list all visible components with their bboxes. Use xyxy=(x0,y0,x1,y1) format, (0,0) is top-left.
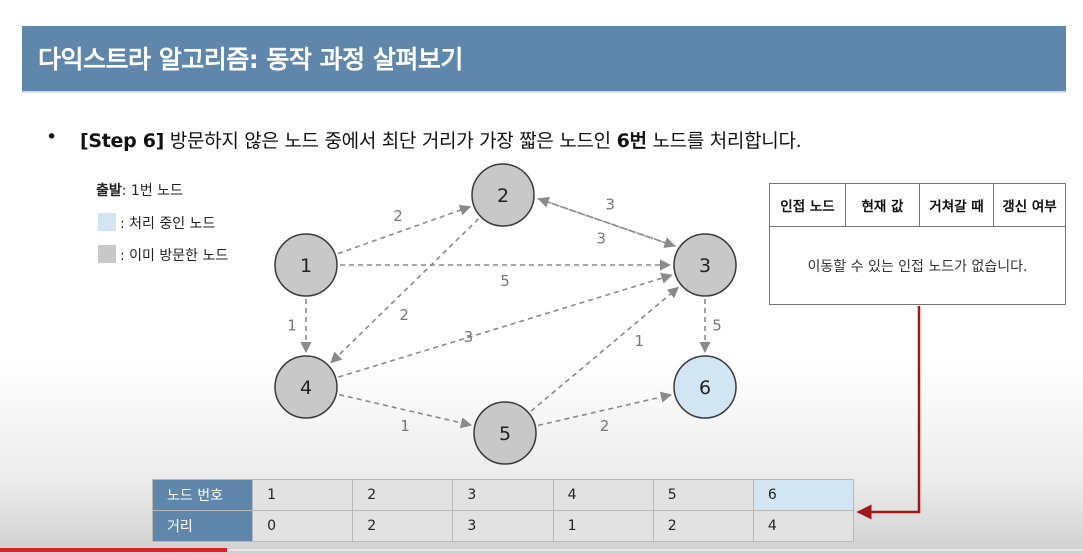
node-label-5: 5 xyxy=(499,423,511,445)
info-table-header: 인접 노드 현재 값 거쳐갈 때 갱신 여부 xyxy=(770,184,1065,227)
info-header-updated: 갱신 여부 xyxy=(1002,199,1057,215)
info-header-via: 거쳐갈 때 xyxy=(920,184,994,226)
node-number-cell: 1 xyxy=(252,479,354,511)
distance-cell: 2 xyxy=(652,510,754,542)
legend-processing-swatch xyxy=(98,213,116,231)
edge-3-2 xyxy=(537,196,676,248)
red-connector-arrow xyxy=(856,306,921,520)
node-number-cell-highlight: 6 xyxy=(752,479,855,511)
legend-visited-swatch xyxy=(98,245,116,263)
edge-weight-label: 2 xyxy=(600,417,610,435)
node-2 xyxy=(471,163,535,227)
node-1 xyxy=(274,233,338,297)
distance-cell: 1 xyxy=(552,510,654,542)
node-5 xyxy=(473,401,537,465)
row-label-node-number: 노드 번호 xyxy=(151,479,254,511)
edge-4-5 xyxy=(338,393,472,429)
node-label-4: 4 xyxy=(300,377,312,399)
distance-cell: 4 xyxy=(752,510,855,542)
edge-weight-label: 1 xyxy=(400,417,410,435)
edge-weight-label: 5 xyxy=(712,317,722,335)
distance-table-row-nodes: 노드 번호 1 2 3 4 5 6 xyxy=(151,479,855,511)
legend-processing-label: : 처리 중인 노드 xyxy=(120,216,216,232)
edge-5-3 xyxy=(530,286,680,412)
legend-start-bold: 출발 xyxy=(96,183,122,199)
row-label-distance: 거리 xyxy=(151,510,254,542)
bullet-marker: • xyxy=(46,126,58,148)
step-text-after: 노드를 처리합니다. xyxy=(646,130,802,152)
distance-cell: 3 xyxy=(452,510,554,542)
distance-cell: 2 xyxy=(352,510,454,542)
video-progress-bar[interactable] xyxy=(0,548,228,552)
title-bar: 다익스트라 알고리즘: 동작 과정 살펴보기 xyxy=(22,26,1066,93)
node-4 xyxy=(274,355,338,419)
node-label-6: 6 xyxy=(699,377,711,399)
node-number-cell: 4 xyxy=(552,479,654,511)
edge-weight-label: 5 xyxy=(500,272,510,290)
legend-start: 출발: 1번 노드 xyxy=(96,180,183,200)
node-3 xyxy=(673,233,737,297)
adjacent-info-table: 인접 노드 현재 값 거쳐갈 때 갱신 여부 이동할 수 있는 인접 노드가 없… xyxy=(769,183,1066,305)
node-label-1: 1 xyxy=(300,255,312,277)
legend-start-rest: : 1번 노드 xyxy=(121,183,183,199)
edge-weight-label: 3 xyxy=(464,328,474,346)
node-number-cell: 2 xyxy=(352,479,454,511)
info-header-current: 현재 값 xyxy=(846,184,920,226)
node-label-3: 3 xyxy=(699,255,711,277)
info-table-message: 이동할 수 있는 인접 노드가 없습니다. xyxy=(807,259,1028,275)
edges-layer: 2 3 3 5 2 1 3 5 1 1 2 xyxy=(287,195,722,435)
step-label: [Step 6] xyxy=(80,130,165,152)
slide-title: 다익스트라 알고리즘: 동작 과정 살펴보기 xyxy=(38,45,463,74)
edge-weight-label: 3 xyxy=(596,230,606,248)
distance-table: 노드 번호 1 2 3 4 5 6 거리 0 2 3 1 2 4 xyxy=(151,479,855,542)
edge-weight-label: 2 xyxy=(399,306,409,324)
edge-2-4 xyxy=(330,218,480,364)
info-header-adjacent: 인접 노드 xyxy=(770,184,846,226)
edge-weight-label: 1 xyxy=(287,317,297,335)
step-text-before: 방문하지 않은 노드 중에서 최단 거리가 가장 짧은 노드인 xyxy=(164,130,617,152)
node-number-cell: 5 xyxy=(652,479,754,511)
video-progress-track[interactable] xyxy=(226,549,1083,551)
edge-weight-label: 2 xyxy=(393,207,403,225)
edge-4-3 xyxy=(338,272,673,378)
step-highlight-node: 6번 xyxy=(616,130,647,152)
step-description: [Step 6] 방문하지 않은 노드 중에서 최단 거리가 가장 짧은 노드인… xyxy=(80,126,802,153)
legend-visited-label: : 이미 방문한 노드 xyxy=(120,248,229,264)
distance-table-row-distances: 거리 0 2 3 1 2 4 xyxy=(151,510,855,542)
node-label-2: 2 xyxy=(497,185,509,207)
node-number-cell: 3 xyxy=(452,479,554,511)
edge-weight-label: 1 xyxy=(635,332,645,350)
edge-5-6 xyxy=(537,391,672,427)
node-6 xyxy=(673,355,737,419)
nodes-layer: 1 2 3 4 5 6 xyxy=(274,163,737,465)
distance-cell: 0 xyxy=(252,510,354,542)
edge-weight-label: 3 xyxy=(605,195,615,213)
